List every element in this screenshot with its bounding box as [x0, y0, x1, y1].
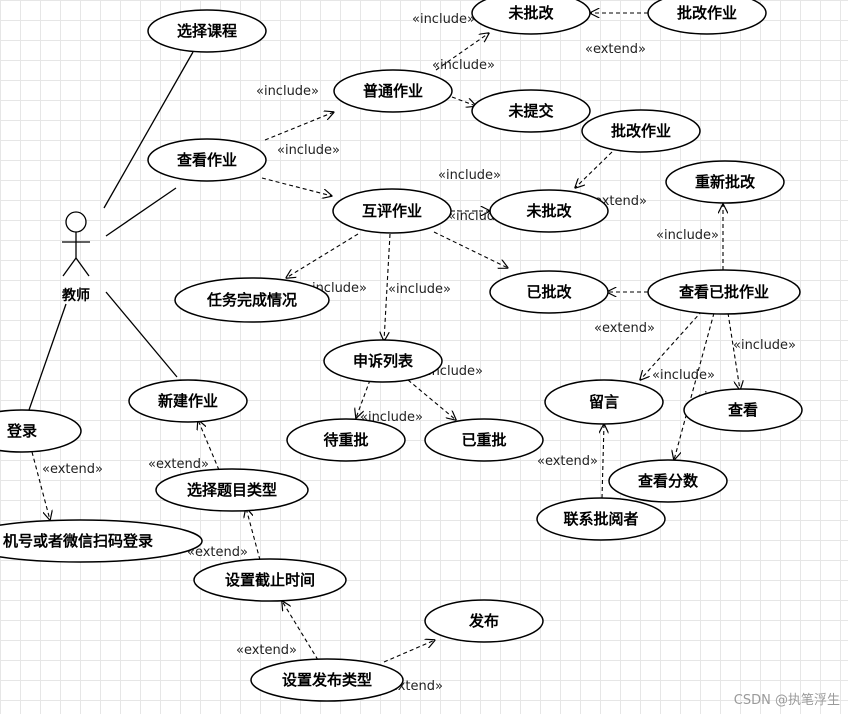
use-case-label: 机号或者微信扫码登录	[3, 532, 153, 550]
use-case[interactable]: 任务完成情况	[174, 277, 330, 323]
use-case[interactable]: 未批改	[471, 0, 591, 35]
use-case-label: 未批改	[507, 4, 554, 22]
use-case[interactable]: 新建作业	[128, 379, 248, 423]
stereo-include: «include»	[652, 368, 715, 383]
use-case-label: 已重批	[461, 431, 506, 449]
stereo-extend: «extend»	[594, 321, 655, 336]
stereo-extend: «extend»	[42, 462, 103, 477]
use-case-label: 互评作业	[362, 202, 422, 220]
use-case[interactable]: 已重批	[424, 418, 544, 462]
use-case-label: 任务完成情况	[206, 291, 297, 309]
use-case[interactable]: 重新批改	[665, 160, 785, 204]
dependencies	[31, 13, 740, 663]
use-case[interactable]: 查看分数	[608, 459, 728, 503]
stereo-include: «include»	[277, 143, 340, 158]
stereo-include: «include»	[733, 338, 796, 353]
use-case[interactable]: 留言	[544, 379, 664, 425]
use-case-label: 未批改	[525, 202, 572, 220]
use-case[interactable]: 查看作业	[147, 138, 267, 182]
use-case[interactable]: 未批改	[489, 189, 609, 233]
use-case-label: 查看分数	[638, 472, 699, 490]
use-case-label: 待重批	[323, 431, 368, 449]
use-case[interactable]: 待重批	[286, 418, 406, 462]
use-case-label: 查看作业	[177, 151, 237, 169]
use-case[interactable]: 批改作业	[647, 0, 767, 35]
stereo-include: «include»	[388, 282, 451, 297]
use-case-label: 新建作业	[158, 392, 218, 410]
use-case-label: 批改作业	[611, 122, 671, 140]
use-case-label: 重新批改	[695, 173, 756, 191]
use-case-label: 设置发布类型	[282, 671, 372, 689]
use-case[interactable]: 查看已批作业	[647, 269, 801, 315]
use-case-label: 留言	[589, 393, 619, 411]
use-case-label: 批改作业	[677, 4, 737, 22]
use-case[interactable]: 互评作业	[332, 188, 452, 234]
use-case-label: 选择课程	[177, 22, 237, 40]
stereo-extend: «extend»	[187, 545, 248, 560]
use-case-label: 选择题目类型	[187, 481, 277, 499]
use-case-label: 发布	[468, 612, 499, 630]
actor-teacher[interactable]: 教师	[62, 211, 90, 304]
use-case[interactable]: 设置截止时间	[193, 558, 347, 602]
use-case-label: 登录	[6, 422, 37, 440]
use-case-label: 查看已批作业	[679, 283, 769, 301]
use-case[interactable]: 机号或者微信扫码登录	[0, 519, 203, 563]
use-case-label: 设置截止时间	[225, 571, 315, 589]
use-case-label: 已批改	[526, 283, 572, 301]
use-case-label: 查看	[728, 401, 758, 419]
associations	[28, 51, 194, 411]
stereo-include: «include»	[432, 58, 495, 73]
use-case-label: 普通作业	[363, 82, 423, 100]
use-case[interactable]: 已批改	[489, 270, 609, 314]
stereo-include: «include»	[656, 228, 719, 243]
use-case[interactable]: 普通作业	[333, 69, 453, 113]
stereo-extend: «extend»	[236, 643, 297, 658]
stereo-extend: «extend»	[148, 457, 209, 472]
use-case[interactable]: 发布	[424, 599, 544, 643]
use-case-label: 申诉列表	[353, 352, 414, 370]
use-case-label: 联系批阅者	[563, 510, 638, 528]
use-case[interactable]: 申诉列表	[323, 339, 443, 383]
stereo-extend: «extend»	[537, 454, 598, 469]
use-case[interactable]: 登录	[0, 409, 82, 453]
stereo-include: «include»	[256, 84, 319, 99]
watermark: CSDN @执笔浮生	[733, 693, 840, 708]
use-case[interactable]: 联系批阅者	[536, 497, 666, 541]
use-case[interactable]: 设置发布类型	[250, 658, 404, 702]
use-case[interactable]: 未提交	[471, 89, 591, 133]
use-case[interactable]: 选择课程	[147, 9, 267, 53]
stereo-include: «include»	[412, 12, 475, 27]
use-case[interactable]: 查看	[683, 388, 803, 432]
stereo-include: «include»	[438, 168, 501, 183]
actor-name: 教师	[62, 287, 90, 304]
stereo-extend: «extend»	[585, 42, 646, 57]
use-case[interactable]: 批改作业	[581, 109, 701, 153]
actor-head	[65, 211, 87, 233]
use-case[interactable]: 选择题目类型	[155, 468, 309, 512]
use-case-label: 未提交	[507, 102, 553, 120]
